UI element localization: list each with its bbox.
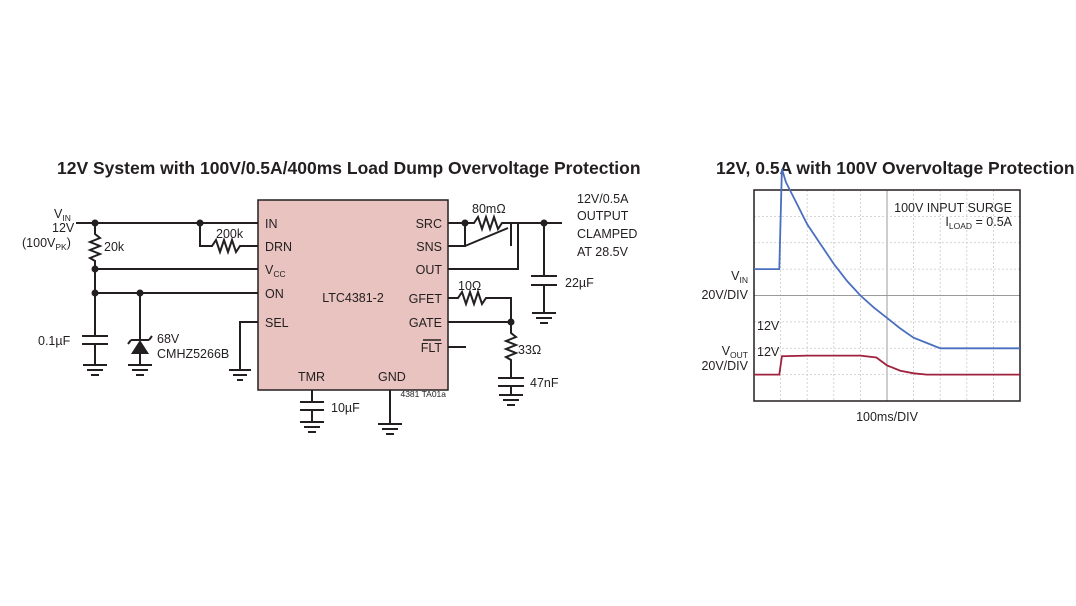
scope-annotation-1: 100V INPUT SURGE [894,201,1012,215]
r-gfet [448,288,512,322]
zener-voltage: 68V [157,332,180,346]
r-20k [87,223,103,269]
c-tmr-label: 10µF [331,401,360,415]
wire-out [448,223,519,270]
wire-src-sns [448,222,466,247]
wire-on [94,269,258,294]
ground-zener [128,364,152,376]
pin-src: SRC [416,217,442,231]
schematic-title: 12V System with 100V/0.5A/400ms Load Dum… [57,158,641,178]
pin-gfet: GFET [409,292,443,306]
zener-bar [127,335,153,345]
c-out-label: 22µF [565,276,594,290]
scope-xlabel: 100ms/DIV [856,410,918,424]
pin-flt: FLT [421,341,443,355]
vin-scale: 20V/DIV [701,288,748,302]
ground-cin [83,364,107,376]
r-gate-label: 33Ω [518,343,541,357]
zener-part: CMHZ5266B [157,347,229,361]
ground-gnd [378,423,402,435]
pin-out: OUT [416,263,443,277]
scope-frame [753,189,1021,402]
vin-channel-label: VIN [731,269,748,285]
ground-sel [229,369,251,381]
vout-scale: 20V/DIV [701,359,748,373]
ground-cgate [499,394,523,406]
scope-annotation-2: ILOAD = 0.5A [945,215,1012,231]
figure-id: 4381 TA01a [400,389,446,399]
r-sense [465,213,548,233]
r-200k [199,223,258,256]
c-in-label: 0.1µF [38,334,71,348]
vin-label: VIN [54,207,71,223]
r-sense-label: 80mΩ [472,202,506,216]
vout-trace [754,354,1020,376]
c-out [531,223,557,313]
scope: 12V, 0.5A with 100V Overvoltage Protecti… [701,158,1074,424]
output-line-2: OUTPUT [577,209,629,223]
c-tmr [300,390,324,422]
vin-peak: (100VPK) [22,236,71,252]
pin-sel: SEL [265,316,289,330]
ic-name: LTC4381-2 [322,291,384,305]
pin-drn: DRN [265,240,292,254]
vin-level: 12V [757,319,780,333]
pin-gate: GATE [409,316,442,330]
r-gfet-label: 10Ω [458,279,481,293]
pin-tmr: TMR [298,370,325,384]
vout-channel-label: VOUT [722,344,748,360]
vout-level: 12V [757,345,780,359]
r-gate-c-gate [498,322,524,395]
pin-sns: SNS [416,240,442,254]
c-in [82,293,108,365]
pin-gnd: GND [378,370,406,384]
node-src [461,219,469,227]
pin-on: ON [265,287,284,301]
vin-trace [754,168,1020,350]
zener-diode [131,340,149,354]
output-line-4: AT 28.5V [577,245,629,259]
ic-body [257,199,449,391]
pin-in: IN [265,217,278,231]
ground-cout [532,312,556,324]
vin-voltage: 12V [52,221,75,235]
output-line-3: CLAMPED [577,227,637,241]
r-20k-label: 20k [104,240,125,254]
wire-sel [239,321,258,370]
ground-tmr [300,421,324,433]
r-200k-label: 200k [216,227,244,241]
output-line-1: 12V/0.5A [577,192,629,206]
schematic: 12V System with 100V/0.5A/400ms Load Dum… [22,158,641,435]
c-gate-label: 47nF [530,376,559,390]
pin-vcc: VCC [265,263,286,279]
sense-kelvin [464,223,512,247]
scope-title: 12V, 0.5A with 100V Overvoltage Protecti… [716,158,1075,178]
